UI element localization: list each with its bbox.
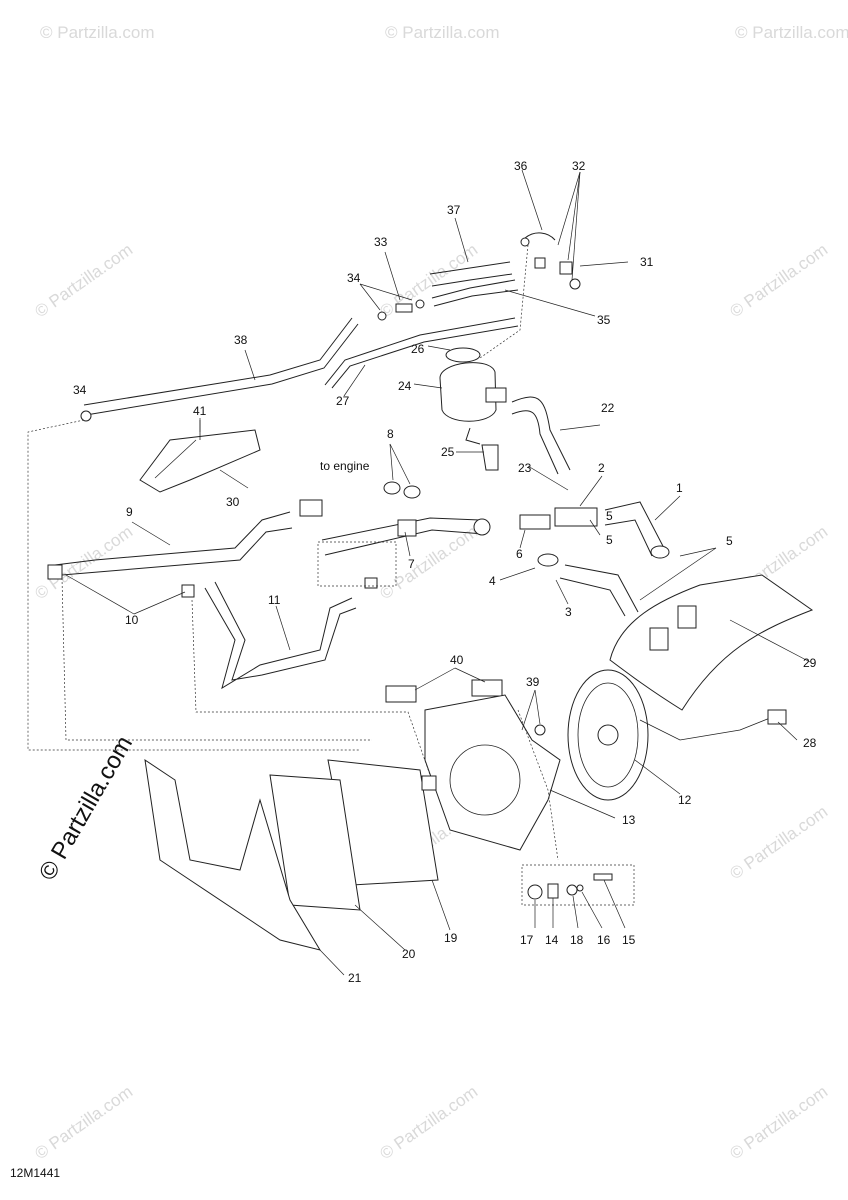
svg-text:21: 21: [348, 971, 362, 985]
hose-1: [604, 501, 666, 557]
svg-text:5: 5: [726, 534, 733, 548]
svg-text:© Partzilla.com: © Partzilla.com: [31, 240, 136, 321]
svg-text:19: 19: [444, 931, 458, 945]
svg-text:34: 34: [73, 383, 87, 397]
svg-text:41: 41: [193, 404, 207, 418]
svg-text:10: 10: [125, 613, 139, 627]
svg-text:11: 11: [268, 593, 281, 607]
hose-38: [83, 317, 359, 416]
clamp-5: [650, 545, 670, 559]
svg-text:28: 28: [803, 736, 817, 750]
to-engine-note: to engine: [320, 459, 370, 473]
coolant-tank-24: [439, 347, 507, 445]
upper-hoses: [377, 232, 581, 321]
svg-text:15: 15: [622, 933, 636, 947]
clamp-8b: [403, 485, 421, 499]
washer-16: [576, 884, 584, 892]
shroud-29: [609, 574, 814, 711]
hose-22: [511, 396, 571, 475]
svg-text:© Partzilla.com: © Partzilla.com: [31, 522, 136, 603]
panel-21: [144, 758, 322, 951]
svg-text:1: 1: [676, 481, 683, 495]
svg-text:38: 38: [234, 333, 248, 347]
svg-text:25: 25: [441, 445, 455, 459]
bracket-40a: [385, 685, 417, 703]
nut-39b: [534, 724, 546, 736]
clamp-4: [537, 553, 559, 567]
svg-text:29: 29: [803, 656, 817, 670]
pipe-6: [519, 514, 551, 530]
svg-text:31: 31: [640, 255, 654, 269]
svg-text:20: 20: [402, 947, 416, 961]
hardware-group-box: [521, 864, 635, 906]
svg-text:© Partzilla.com: © Partzilla.com: [40, 23, 155, 42]
svg-text:© Partzilla.com: © Partzilla.com: [726, 1082, 831, 1163]
svg-text:© Partzilla.com: © Partzilla.com: [726, 802, 831, 883]
svg-text:32: 32: [572, 159, 586, 173]
hose-27: [324, 317, 519, 389]
svg-text:8: 8: [387, 427, 394, 441]
bracket-40b: [471, 679, 503, 697]
svg-text:13: 13: [622, 813, 636, 827]
clamp-34: [80, 410, 92, 422]
svg-text:35: 35: [597, 313, 611, 327]
spacer-14: [547, 883, 559, 899]
svg-text:23: 23: [518, 461, 532, 475]
svg-text:© Partzilla.com: © Partzilla.com: [376, 522, 481, 603]
svg-text:34: 34: [347, 271, 361, 285]
clamp-10b: [181, 584, 195, 598]
svg-text:16: 16: [597, 933, 611, 947]
group-box-7: [317, 541, 397, 587]
svg-text:3: 3: [565, 605, 572, 619]
svg-text:2: 2: [598, 461, 605, 475]
svg-text:14: 14: [545, 933, 559, 947]
svg-text:© Partzilla.com: © Partzilla.com: [31, 1082, 136, 1163]
svg-text:27: 27: [336, 394, 350, 408]
svg-text:30: 30: [226, 495, 240, 509]
svg-text:4: 4: [489, 574, 496, 588]
cover-30: [139, 429, 261, 493]
union-2: [554, 507, 598, 527]
svg-text:24: 24: [398, 379, 412, 393]
svg-text:40: 40: [450, 653, 464, 667]
svg-text:5: 5: [606, 509, 613, 523]
svg-text:36: 36: [514, 159, 528, 173]
svg-text:37: 37: [447, 203, 461, 217]
svg-text:© Partzilla.com: © Partzilla.com: [726, 240, 831, 321]
svg-text:© Partzilla.com: © Partzilla.com: [376, 1082, 481, 1163]
bracket-25: [481, 444, 499, 471]
screen-20: [269, 774, 361, 911]
callout-labels: 1 2 3 4 5 5 5 6 7 8 9 10 11 12 13 14 15 …: [73, 159, 817, 985]
hose-11: [204, 581, 357, 690]
washer-18: [566, 884, 578, 896]
partzilla-watermark: © Partzilla.com: [34, 731, 138, 885]
hose-3: [559, 564, 639, 617]
svg-text:© Partzilla.com: © Partzilla.com: [385, 23, 500, 42]
figure-code: 12M1441: [10, 1166, 61, 1180]
svg-text:22: 22: [601, 401, 615, 415]
clamp-8a: [383, 481, 401, 495]
svg-text:33: 33: [374, 235, 388, 249]
svg-text:7: 7: [408, 557, 415, 571]
hose-9: [54, 511, 293, 576]
svg-text:39: 39: [526, 675, 540, 689]
svg-text:12: 12: [678, 793, 692, 807]
svg-text:18: 18: [570, 933, 584, 947]
grommet-b: [677, 605, 697, 629]
dashed-routing: [27, 244, 559, 861]
svg-text:5: 5: [606, 533, 613, 547]
clamp-10a: [47, 564, 63, 580]
svg-text:9: 9: [126, 505, 133, 519]
fan-12: [567, 669, 787, 801]
bolt-15: [593, 873, 613, 881]
svg-text:© Partzilla.com: © Partzilla.com: [735, 23, 848, 42]
washer-17: [527, 884, 543, 900]
pipe-7: [299, 499, 491, 589]
svg-text:26: 26: [411, 342, 425, 356]
grommet-a: [649, 627, 669, 651]
leader-lines: [65, 169, 811, 976]
svg-text:17: 17: [520, 933, 534, 947]
svg-text:6: 6: [516, 547, 523, 561]
